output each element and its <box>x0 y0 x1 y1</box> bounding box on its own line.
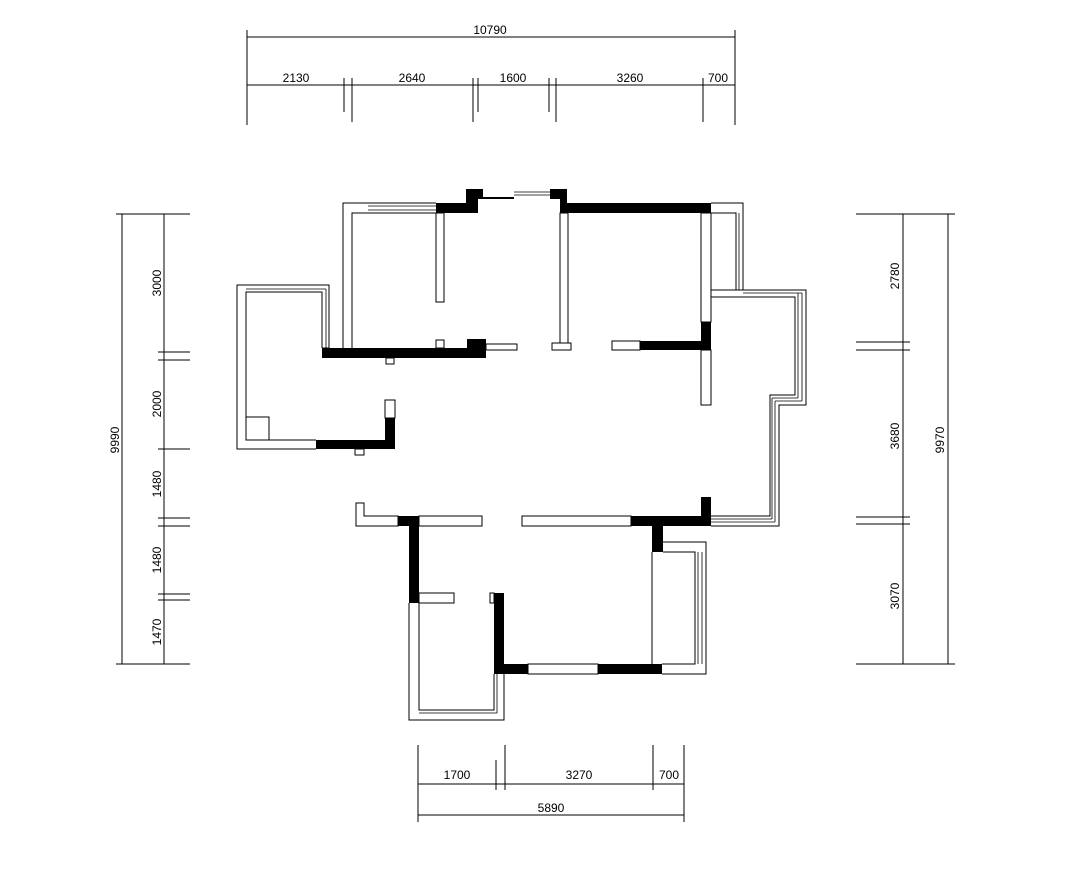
dim-top-seg-4: 3260 <box>617 71 644 85</box>
wall-top-right <box>550 189 711 213</box>
dim-bottom-total: 5890 <box>538 801 565 815</box>
dim-bottom-seg-2: 3270 <box>566 768 593 782</box>
dim-left-seg-3: 1480 <box>150 470 164 497</box>
dim-left-seg-2: 2000 <box>150 390 164 417</box>
dim-bottom-seg-1: 1700 <box>444 768 471 782</box>
dim-left-total: 9990 <box>108 426 122 453</box>
dim-right-seg-1: 2780 <box>888 262 902 289</box>
wall-bottom-right <box>598 664 662 674</box>
wall-top-left <box>436 189 514 213</box>
dim-top-seg-1: 2130 <box>283 71 310 85</box>
wall-mid-block <box>467 339 486 358</box>
dim-top-total: 10790 <box>473 23 507 37</box>
dim-bottom-seg-3: 700 <box>659 768 679 782</box>
wall-right-l <box>640 322 711 350</box>
wall-mid-right <box>631 497 711 552</box>
dim-top-seg-5: 700 <box>708 71 728 85</box>
dim-left-seg-4: 1480 <box>150 546 164 573</box>
right-dimension-chain: 9970 2780 3680 3070 <box>856 213 955 665</box>
top-dimension-chain: 10790 2130 2640 1600 3260 700 <box>246 23 736 125</box>
dim-right-seg-2: 3680 <box>888 422 902 449</box>
wall-lower-left <box>398 516 419 603</box>
dim-left-seg-1: 3000 <box>150 269 164 296</box>
dim-right-total: 9970 <box>933 426 947 453</box>
left-dimension-chain: 9990 3000 2000 1480 1480 1470 <box>108 213 190 665</box>
bottom-dimension-chain: 1700 3270 700 5890 <box>417 745 685 822</box>
dim-top-seg-2: 2640 <box>399 71 426 85</box>
dim-right-seg-3: 3070 <box>888 582 902 609</box>
wall-bottom-left <box>494 593 528 674</box>
dim-left-seg-5: 1470 <box>150 618 164 645</box>
structural-walls <box>316 189 711 674</box>
wall-mid-horizontal <box>322 348 486 358</box>
dim-top-seg-3: 1600 <box>500 71 527 85</box>
partition-walls <box>236 191 807 721</box>
wall-left-bay <box>316 418 395 449</box>
